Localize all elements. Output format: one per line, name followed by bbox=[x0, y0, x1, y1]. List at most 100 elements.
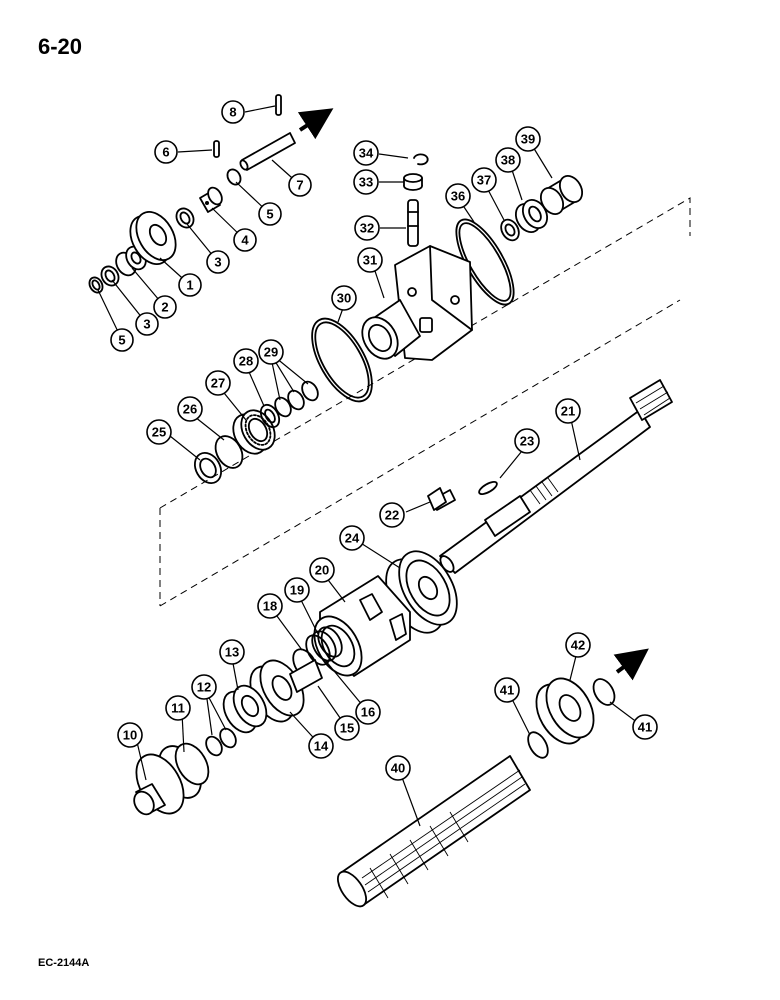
callout-27: 27 bbox=[205, 370, 231, 396]
callout-2-label: 2 bbox=[161, 300, 168, 315]
callout-28: 28 bbox=[233, 348, 259, 374]
callout-41-right: 41 bbox=[632, 714, 658, 740]
leader-lines bbox=[97, 105, 643, 827]
direction-arrow-right bbox=[613, 648, 649, 681]
callout-26: 26 bbox=[177, 396, 203, 422]
callout-32-label: 32 bbox=[360, 221, 374, 236]
callout-6-label: 6 bbox=[162, 145, 169, 160]
callout-5-lower: 5 bbox=[110, 328, 134, 352]
callout-8: 8 bbox=[221, 100, 245, 124]
callout-38: 38 bbox=[495, 147, 521, 173]
washer-37 bbox=[500, 218, 520, 242]
callout-27-label: 27 bbox=[211, 376, 225, 391]
callout-2: 2 bbox=[153, 295, 177, 319]
callout-33: 33 bbox=[353, 169, 379, 195]
bearing-38 bbox=[514, 198, 549, 234]
callout-26-label: 26 bbox=[183, 402, 197, 417]
direction-arrow-top bbox=[297, 108, 334, 140]
callout-5-upper: 5 bbox=[258, 202, 282, 226]
callout-3-right: 3 bbox=[206, 250, 230, 274]
callout-41-left-label: 41 bbox=[500, 683, 514, 698]
housing-outline bbox=[159, 197, 691, 607]
callout-7-label: 7 bbox=[296, 178, 303, 193]
shaft-40 bbox=[337, 755, 531, 908]
washer-3b bbox=[175, 207, 195, 229]
callout-11-label: 11 bbox=[171, 701, 185, 716]
washers-29 bbox=[274, 380, 319, 418]
callout-40-label: 40 bbox=[391, 761, 405, 776]
callout-3-right-label: 3 bbox=[214, 255, 221, 270]
callout-18-label: 18 bbox=[263, 599, 277, 614]
ball-bearing-27 bbox=[232, 409, 276, 455]
callout-1: 1 bbox=[178, 273, 202, 297]
retainer-clip-34 bbox=[413, 153, 429, 166]
callout-31: 31 bbox=[357, 247, 383, 273]
callout-38-label: 38 bbox=[501, 153, 515, 168]
callout-32: 32 bbox=[354, 215, 380, 241]
callout-22: 22 bbox=[379, 502, 405, 528]
callout-23: 23 bbox=[514, 428, 540, 454]
callout-10: 10 bbox=[117, 722, 143, 748]
shaft-21 bbox=[439, 379, 673, 574]
callout-30-label: 30 bbox=[337, 291, 351, 306]
callout-34-label: 34 bbox=[359, 146, 374, 161]
page-number: 6-20 bbox=[38, 34, 83, 59]
callout-20: 20 bbox=[309, 557, 335, 583]
callout-42-label: 42 bbox=[571, 638, 585, 653]
callout-3-left: 3 bbox=[135, 312, 159, 336]
valve-spool-32 bbox=[407, 199, 419, 247]
callout-33-label: 33 bbox=[359, 175, 373, 190]
shaft-7 bbox=[239, 132, 296, 171]
gear-42 bbox=[535, 677, 595, 745]
callout-36: 36 bbox=[445, 183, 471, 209]
callout-29-label: 29 bbox=[264, 345, 278, 360]
callout-16-label: 16 bbox=[361, 705, 375, 720]
callout-20-label: 20 bbox=[315, 563, 329, 578]
key-23 bbox=[478, 481, 498, 495]
collar-4 bbox=[199, 186, 223, 213]
pin-8 bbox=[275, 94, 282, 116]
callout-19: 19 bbox=[284, 577, 310, 603]
callout-11: 11 bbox=[165, 695, 191, 721]
callout-10-label: 10 bbox=[123, 728, 137, 743]
callout-34: 34 bbox=[353, 140, 379, 166]
callout-24-label: 24 bbox=[345, 531, 360, 546]
bearing-13 bbox=[222, 684, 268, 734]
housing-31 bbox=[361, 245, 473, 361]
snap-ring-5b bbox=[226, 168, 242, 186]
callout-12: 12 bbox=[191, 674, 217, 700]
callout-28-label: 28 bbox=[239, 354, 253, 369]
callout-15: 15 bbox=[334, 715, 360, 741]
callout-5-upper-label: 5 bbox=[266, 207, 273, 222]
callout-25-label: 25 bbox=[152, 425, 166, 440]
spacer-12 bbox=[205, 727, 237, 757]
callout-14-label: 14 bbox=[314, 739, 329, 754]
callout-37-label: 37 bbox=[477, 173, 491, 188]
callout-41-right-label: 41 bbox=[638, 720, 652, 735]
callout-18: 18 bbox=[257, 593, 283, 619]
figure-code: EC-2144A bbox=[38, 957, 90, 969]
bushing-39 bbox=[539, 174, 584, 216]
callout-15-label: 15 bbox=[340, 721, 354, 736]
callout-8-label: 8 bbox=[229, 105, 236, 120]
callout-30: 30 bbox=[331, 285, 357, 311]
callout-7: 7 bbox=[288, 173, 312, 197]
callout-31-label: 31 bbox=[363, 253, 377, 268]
washer-25 bbox=[193, 452, 223, 484]
gear-1 bbox=[129, 211, 177, 265]
callout-42: 42 bbox=[565, 632, 591, 658]
callout-40: 40 bbox=[385, 755, 411, 781]
snap-ring-41a bbox=[527, 731, 549, 759]
pin-6 bbox=[213, 140, 220, 158]
callout-37: 37 bbox=[471, 167, 497, 193]
callout-39-label: 39 bbox=[521, 132, 535, 147]
snap-ring-5a bbox=[88, 276, 104, 294]
callout-6: 6 bbox=[154, 140, 178, 164]
callout-41-left: 41 bbox=[494, 677, 520, 703]
callout-5-lower-label: 5 bbox=[118, 333, 125, 348]
gear-10 bbox=[133, 753, 185, 816]
callout-22-label: 22 bbox=[385, 508, 399, 523]
callout-13: 13 bbox=[219, 639, 245, 665]
callout-29: 29 bbox=[258, 339, 284, 365]
